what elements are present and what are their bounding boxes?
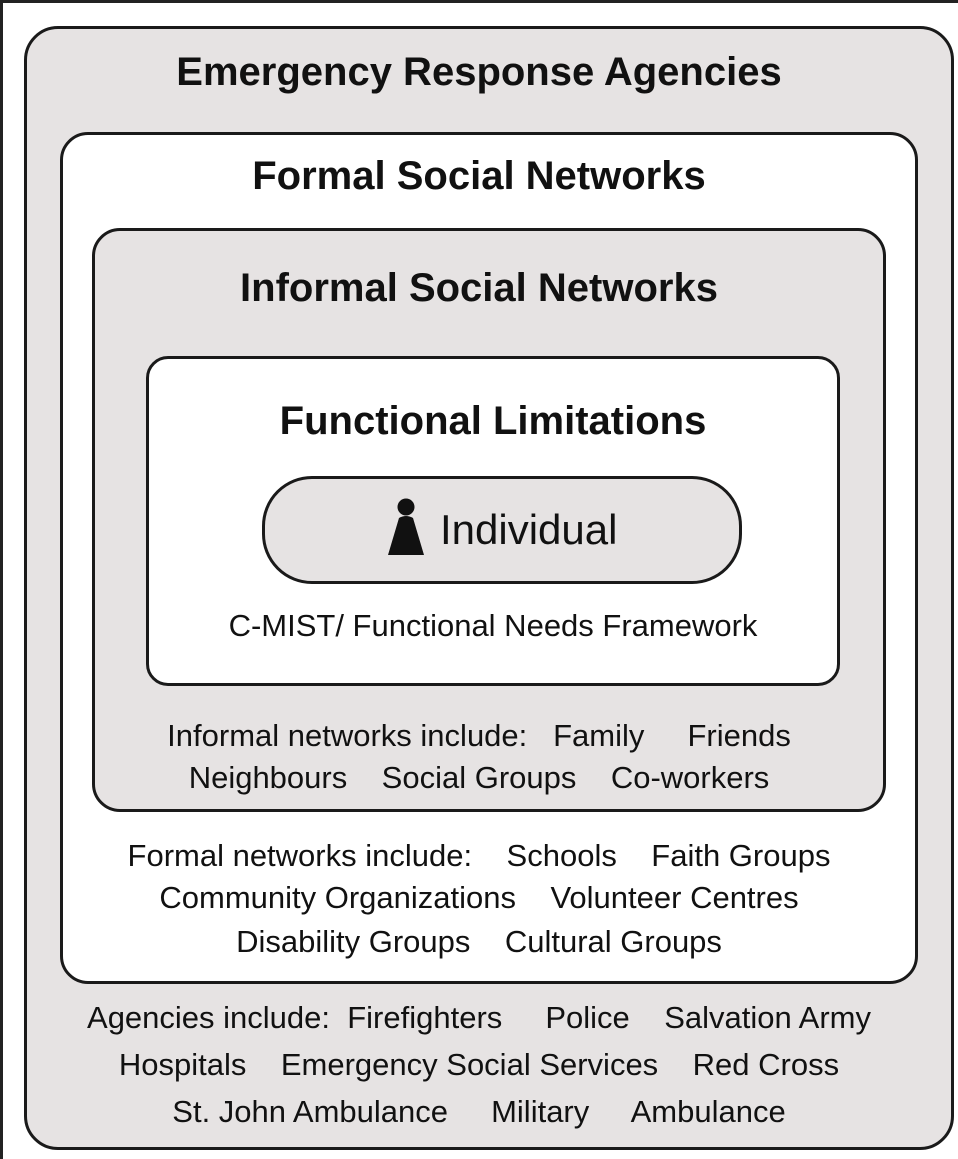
formal-networks-line-2: Community Organizations Volunteer Centre… — [159, 880, 799, 915]
functional-limitations-title: Functional Limitations — [279, 399, 707, 443]
person-icon — [388, 498, 424, 555]
individual-label: Individual — [440, 506, 618, 553]
agencies-line-1: Agencies include: Firefighters Police Sa… — [87, 1000, 871, 1035]
informal-networks-title: Informal Social Networks — [240, 266, 718, 310]
framework-label: C-MIST/ Functional Needs Framework — [228, 608, 758, 643]
informal-networks-line-2: Neighbours Social Groups Co-workers — [188, 760, 770, 795]
individual-layer — [262, 476, 742, 584]
agencies-line-2: Hospitals Emergency Social Services Red … — [118, 1047, 840, 1082]
formal-networks-line-1: Formal networks include: Schools Faith G… — [127, 838, 831, 873]
formal-networks-line-3: Disability Groups Cultural Groups — [236, 924, 722, 959]
agencies-title: Emergency Response Agencies — [176, 50, 782, 94]
formal-networks-title: Formal Social Networks — [252, 154, 706, 198]
agencies-line-3: St. John Ambulance Military Ambulance — [172, 1094, 786, 1129]
informal-networks-line-1: Informal networks include: Family Friend… — [167, 718, 791, 753]
